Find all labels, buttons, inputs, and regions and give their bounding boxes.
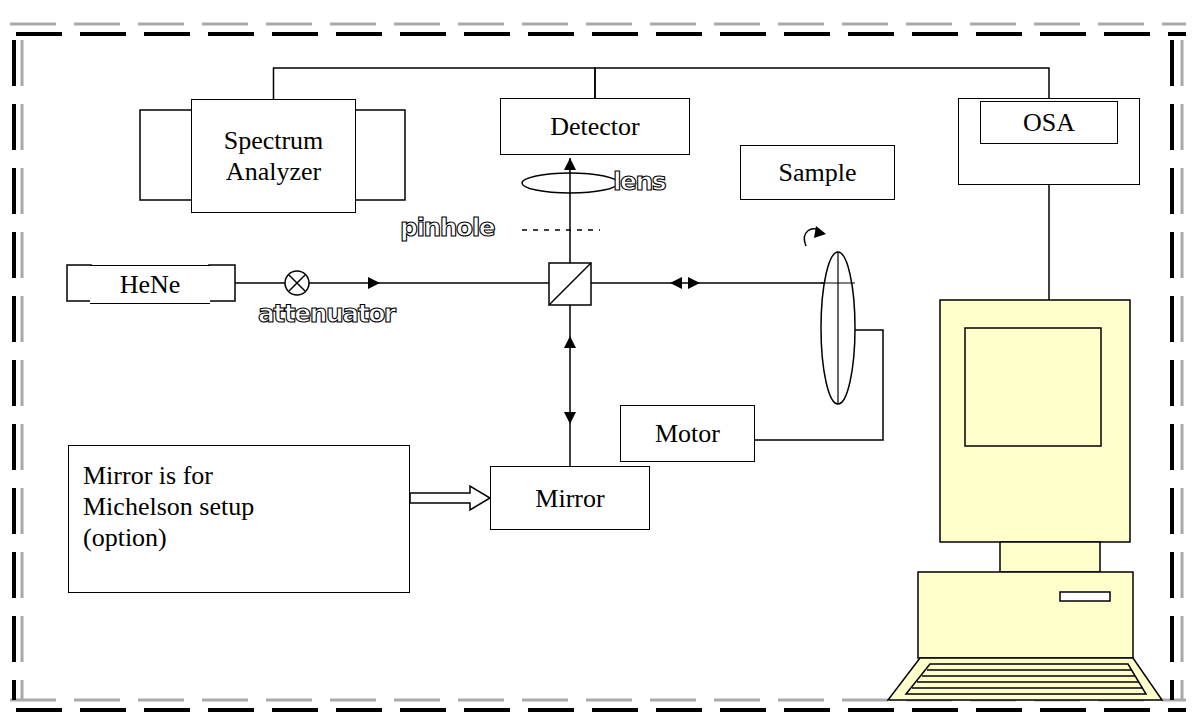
- motor-box: Motor: [620, 405, 755, 462]
- part-label: attenuator: [258, 300, 395, 328]
- part-label: pinhole: [400, 214, 494, 242]
- connector: [595, 68, 1049, 98]
- analyzer-box: Spectrum Analyzer: [191, 99, 356, 213]
- connector: [274, 68, 596, 99]
- laser-cap: [67, 265, 91, 301]
- laser-cap: [209, 265, 235, 301]
- beam-arrow: [564, 158, 576, 170]
- detector-box: Detector: [500, 98, 690, 155]
- beam-arrow: [564, 336, 576, 348]
- laser-beam: [569, 305, 571, 466]
- frame: [10, 24, 1186, 710]
- mirror-box: Mirror: [490, 466, 650, 530]
- laser-box: HeNe: [90, 265, 210, 304]
- analyzer-tab: [349, 110, 405, 200]
- node-text: OSA: [1023, 107, 1075, 138]
- node-text: Motor: [655, 418, 720, 449]
- data-cable: [1048, 185, 1050, 300]
- beam-arrow: [368, 277, 380, 289]
- laser-beam: [235, 282, 824, 284]
- node-text: Detector: [550, 111, 640, 142]
- sample-disc: [821, 252, 855, 404]
- node-text: HeNe: [120, 269, 181, 300]
- attenuator-symbol: [285, 271, 309, 295]
- beam-arrow: [670, 277, 682, 289]
- sample-box: Sample: [740, 145, 895, 200]
- beam-arrow: [688, 277, 700, 289]
- note-box: Mirror is for Michelson setup (option): [68, 445, 410, 593]
- node-text: Mirror: [535, 483, 604, 514]
- analyzer-tab: [140, 110, 198, 200]
- osa-display: OSA: [980, 101, 1118, 144]
- node-text: Spectrum Analyzer: [192, 125, 355, 187]
- node-text: Mirror is for Michelson setup (option): [83, 460, 283, 553]
- computer-illustration: [888, 300, 1162, 700]
- lens-symbol: [522, 173, 618, 193]
- motor-link: [755, 330, 883, 440]
- node-text: Sample: [779, 157, 857, 188]
- pinhole-symbol: [522, 229, 600, 231]
- beam-arrow: [564, 412, 576, 424]
- osa-box: OSA: [958, 98, 1140, 185]
- beam-splitter: [549, 263, 591, 305]
- connector: [410, 486, 490, 510]
- part-label: lens: [613, 168, 665, 196]
